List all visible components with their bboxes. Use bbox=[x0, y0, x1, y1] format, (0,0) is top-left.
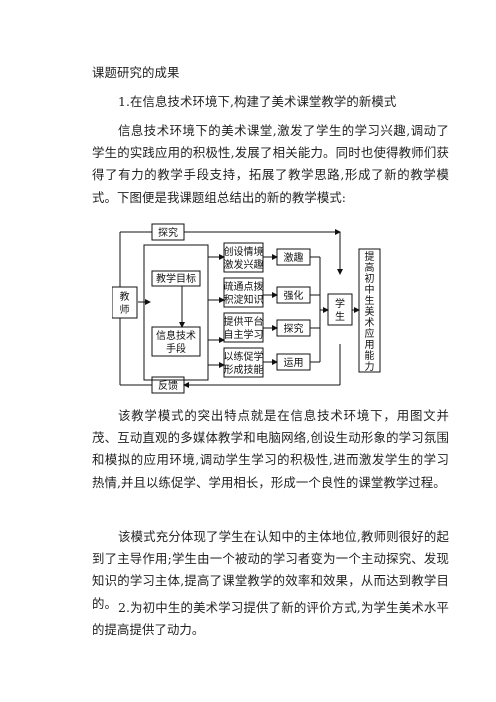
goal-label: 教学目标 bbox=[156, 272, 196, 285]
result-char-2: 高 bbox=[365, 261, 375, 274]
step-1-line-2: 激发兴趣 bbox=[224, 258, 264, 271]
step-4-line-2: 形成技能 bbox=[224, 363, 264, 376]
explore-label: 探究 bbox=[158, 226, 178, 239]
it-means-label-2: 手段 bbox=[166, 342, 186, 355]
point-1: 1.在信息技术环境下,构建了美术课堂教学的新模式 bbox=[118, 94, 397, 109]
section-heading: 课题研究的成果 bbox=[92, 65, 180, 80]
result-char-4: 中 bbox=[365, 283, 375, 296]
student-label-1: 学 bbox=[335, 297, 345, 310]
step-4-line-1: 以练促学 bbox=[224, 350, 264, 363]
result-char-11: 力 bbox=[365, 360, 375, 373]
teacher-label-2: 师 bbox=[120, 303, 130, 316]
effect-4: 运用 bbox=[284, 357, 304, 369]
result-char-9: 用 bbox=[365, 340, 375, 351]
effect-1: 激趣 bbox=[284, 251, 304, 264]
teacher-label-1: 教 bbox=[120, 290, 130, 303]
result-char-6: 美 bbox=[365, 305, 375, 318]
paragraph-2: 该教学模式的突出特点就是在信息技术环境下，用图文并茂、互动直观的多媒体教学和电脑… bbox=[92, 408, 449, 490]
step-1-line-1: 创设情境 bbox=[224, 245, 264, 258]
result-char-1: 提 bbox=[365, 251, 375, 263]
feedback-label: 反馈 bbox=[158, 379, 178, 392]
result-char-3: 初 bbox=[365, 272, 375, 285]
step-2-line-1: 疏通点拨 bbox=[224, 280, 264, 293]
step-3-line-2: 自主学习 bbox=[224, 328, 264, 341]
effect-3: 探究 bbox=[284, 322, 304, 335]
result-char-10: 能 bbox=[365, 349, 375, 362]
result-char-5: 生 bbox=[365, 294, 375, 307]
result-char-7: 术 bbox=[365, 317, 375, 329]
step-3-line-1: 提供平台 bbox=[224, 315, 264, 328]
student-label-2: 生 bbox=[335, 310, 345, 323]
step-2-line-2: 积淀知识 bbox=[224, 293, 264, 306]
teaching-model-diagram: 探究 反馈 教 师 教学目标 信息技术 手段 创设情境 激发兴趣 疏通点拨 积淀… bbox=[112, 223, 381, 394]
paragraph-1: 信息技术环境下的美术课堂,激发了学生的学习兴趣,调动了学生的实践应用的积极性,发… bbox=[92, 123, 449, 205]
effect-2: 强化 bbox=[284, 289, 304, 302]
it-means-label-1: 信息技术 bbox=[156, 329, 196, 342]
result-char-8: 应 bbox=[365, 327, 375, 340]
paragraph-3: 该模式充分体现了学生在认知中的主体地位,教师则很好的起到了主导作用;学生由一个被… bbox=[92, 529, 449, 611]
point-2: 2.为初中生的美术学习提供了新的评价方式,为学生美术水平的提高提供了动力。 bbox=[92, 600, 449, 638]
